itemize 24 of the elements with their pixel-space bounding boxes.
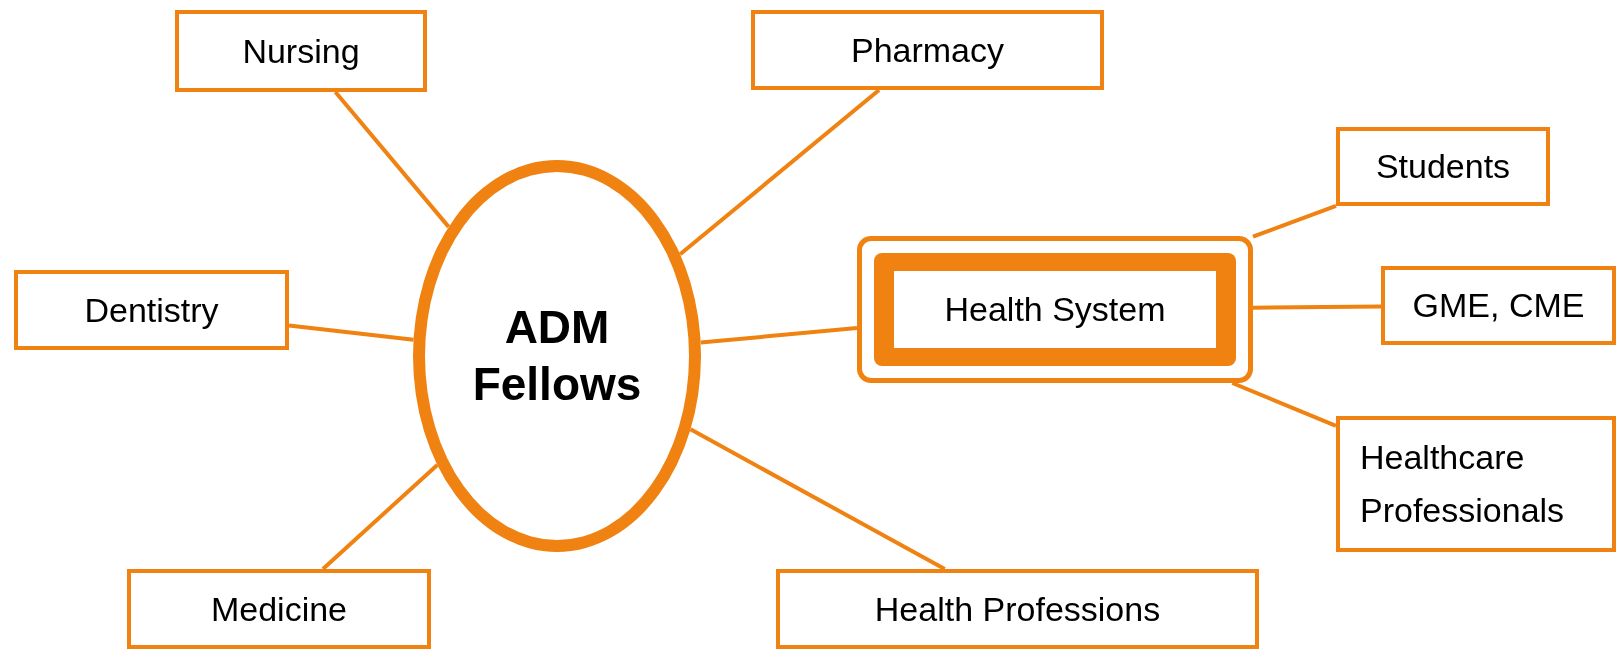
label-box [1336,416,1616,552]
node-label: ADM Fellows [472,299,642,412]
connector-line [1252,204,1337,239]
connector-line [700,326,858,345]
label-box [751,10,1104,90]
connector-line [288,323,414,342]
node-label: Health Professions [874,588,1161,630]
label-box [175,10,427,92]
node-label: Medicine [210,588,348,630]
node-label: Dentistry [84,289,219,331]
label-box [776,569,1259,649]
connector-line [1231,381,1337,428]
node-label: GME, CME [1412,285,1585,327]
node-label: Students [1375,146,1511,188]
label-box [1336,127,1550,206]
label-box [127,569,431,649]
connector-line [1253,304,1382,310]
node-label: Pharmacy [850,29,1005,71]
node-label: Healthcare Professionals [1360,437,1566,531]
label-box [14,270,289,350]
label-box [1381,266,1616,345]
node-label: Nursing [242,30,360,72]
node-label: Health System [944,289,1166,330]
framed-box [857,236,1253,383]
